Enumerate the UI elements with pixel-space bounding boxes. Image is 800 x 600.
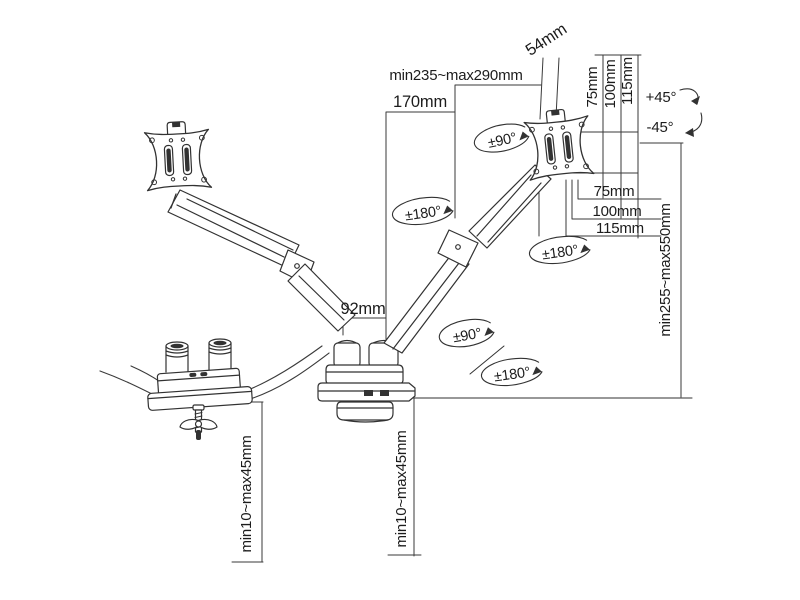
right-arm — [383, 164, 552, 354]
clamp-collar — [325, 364, 404, 385]
dim-170mm-lines — [385, 111, 456, 346]
vesa-vertical-115-label: 115mm — [619, 57, 636, 105]
height-range-label: min255~max550mm — [657, 203, 674, 336]
rotation-arm-joint: ±180° — [528, 235, 591, 265]
dim-54mm-lines — [539, 57, 560, 120]
grommet-body-line — [157, 374, 241, 382]
rotation-divider-slash — [469, 345, 505, 375]
vesa-horizontal-100-label: 100mm — [592, 203, 641, 220]
clamp-riser-left — [333, 342, 361, 368]
arrowhead — [685, 128, 694, 137]
elbow-swivel-label: ±180° — [404, 204, 442, 225]
grommet-posts — [165, 338, 232, 373]
dim-clamp-thickness-lines — [387, 397, 422, 557]
left-elbow-screw — [294, 263, 300, 269]
wing-washer — [179, 418, 218, 430]
desk-curve — [99, 370, 155, 396]
rotation-elbow: ±180° — [391, 196, 454, 226]
dim-vesa-horizontal-lines — [538, 179, 662, 237]
clamp-notch — [364, 390, 373, 396]
vesa-vertical-100-label: 100mm — [602, 59, 619, 108]
arrowhead — [519, 131, 529, 141]
grommet-flange-line — [147, 390, 253, 400]
grommet-slot — [189, 372, 197, 378]
arrowhead — [443, 205, 453, 215]
desk-curve — [242, 345, 323, 393]
base-offset-label: 92mm — [340, 300, 385, 318]
arrowhead — [691, 96, 700, 105]
base-swivel-label: ±180° — [493, 365, 531, 386]
lower-arm-length-label: 170mm — [393, 93, 447, 111]
right-elbow-screw — [455, 244, 461, 250]
vesa-tab-width-label: 54mm — [522, 20, 570, 60]
clamp-thickness-label: min10~max45mm — [393, 430, 410, 547]
tilt-down-arc — [685, 112, 703, 134]
tilt-arrows — [679, 88, 703, 137]
arrowhead — [580, 244, 590, 254]
arrowhead — [484, 327, 494, 336]
clamp-pad — [336, 401, 394, 421]
left-arm — [167, 189, 356, 332]
grommet-thickness-label: min10~max45mm — [238, 435, 255, 552]
head-rotation-label: ±90° — [487, 130, 518, 152]
left-arm-upper — [167, 189, 300, 269]
grommet-bolt — [179, 404, 218, 440]
upper-arm-extension-label: min235~max290mm — [389, 67, 522, 84]
vesa-horizontal-115-label: 115mm — [596, 220, 644, 237]
dim-vesa-vertical-lines — [564, 54, 642, 239]
arrowhead — [532, 366, 542, 376]
grommet-base — [147, 338, 253, 440]
rotation-base-180: ±180° — [480, 357, 543, 387]
left-vesa-plate — [143, 119, 213, 192]
arm-swivel-label: ±180° — [541, 243, 579, 264]
dim-height-range-lines — [639, 142, 684, 398]
tilt-up-label: +45° — [646, 89, 677, 106]
vesa-horizontal-75-label: 75mm — [594, 183, 635, 200]
vesa-vertical-75-label: 75mm — [584, 67, 601, 108]
clamp-pad-line — [336, 407, 394, 423]
left-arm-upper-lines — [170, 193, 294, 258]
tilt-down-label: -45° — [647, 119, 674, 136]
dim-arm-extension-lines — [454, 84, 542, 219]
right-arm-lower-line — [392, 262, 460, 350]
rotation-head: ±90° — [473, 123, 530, 153]
desk-clamp-base — [317, 339, 416, 423]
clamp-notch — [380, 390, 389, 396]
left-arm-lower-line — [298, 275, 345, 321]
desk-curve — [249, 352, 330, 400]
rotation-base-90: ±90° — [438, 318, 495, 348]
base-rotation-label: ±90° — [452, 326, 483, 347]
right-arm-upper-lines — [476, 174, 542, 243]
grommet-slot — [200, 372, 208, 377]
right-arm-elbow — [437, 229, 479, 268]
